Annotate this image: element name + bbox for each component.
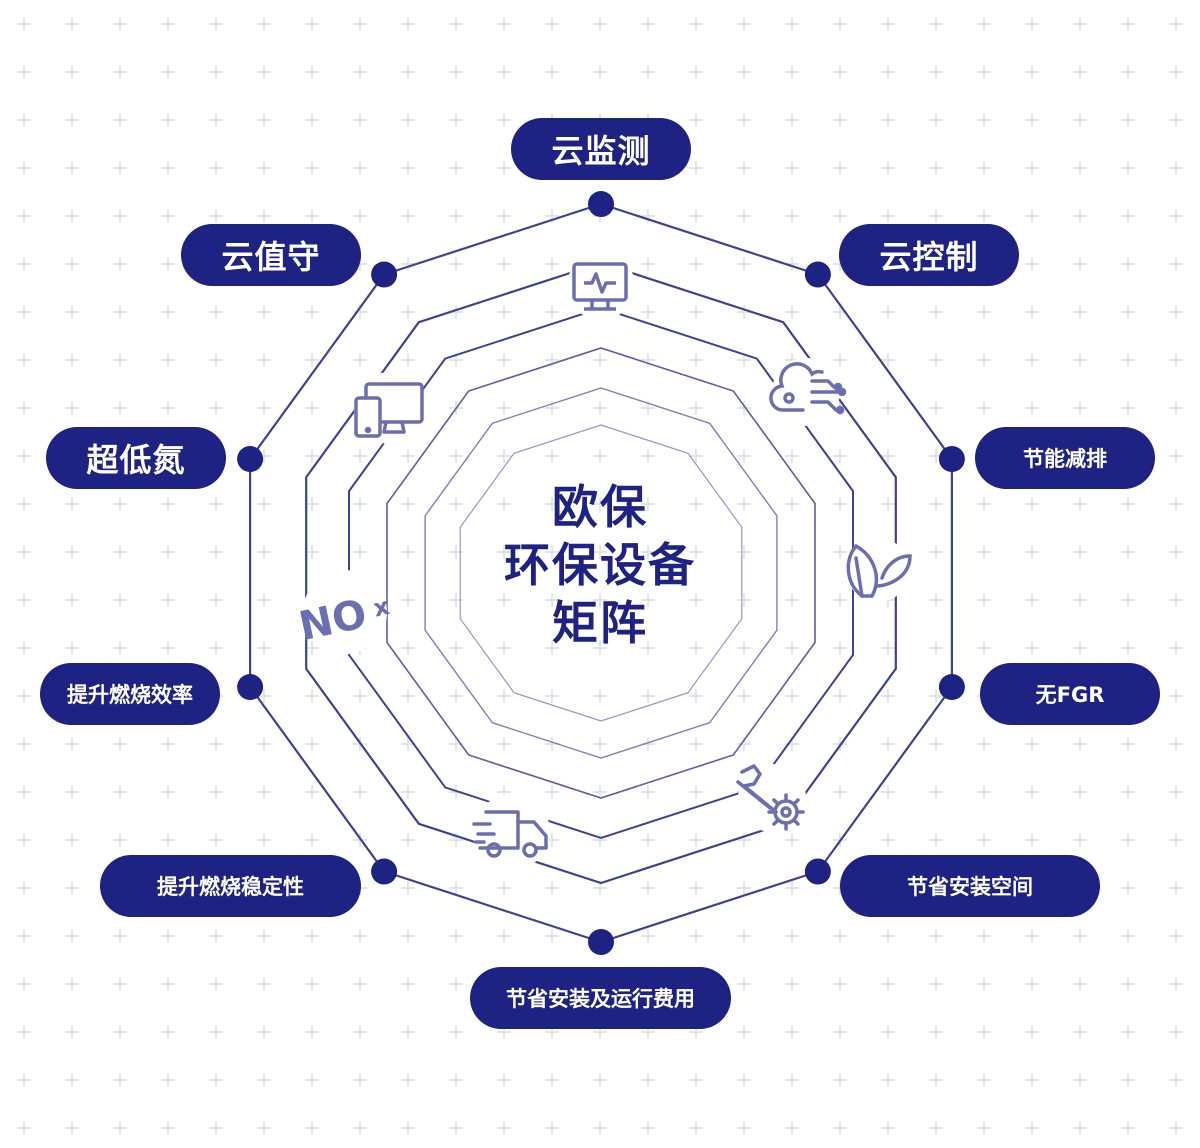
nox-sub-text: x [371, 592, 392, 623]
label-efficiency: 提升燃烧效率 [40, 663, 220, 725]
label-no-fgr: 无FGR [980, 663, 1160, 725]
center-title: 欧保 环保设备 矩阵 [450, 478, 750, 652]
center-title-line2: 环保设备 [504, 538, 696, 592]
center-title-line3: 矩阵 [552, 596, 648, 650]
node-dot [938, 446, 965, 472]
delivery-truck-icon [472, 810, 548, 858]
ring-5 [424, 387, 778, 759]
ring-2 [305, 261, 897, 885]
leaf-icon [846, 543, 912, 598]
label-save-space: 节省安装空间 [840, 855, 1100, 917]
node-dot [938, 674, 965, 700]
devices-icon [354, 382, 424, 438]
node-dot [237, 446, 264, 472]
label-cloud-duty: 云值守 [181, 224, 361, 286]
node-dots [237, 191, 965, 955]
node-dot [371, 858, 398, 885]
node-dot [804, 858, 831, 885]
label-cloud-control: 云控制 [839, 224, 1019, 286]
node-dot [804, 261, 831, 288]
node-dot [237, 674, 264, 700]
icon-backdrop [303, 570, 387, 654]
label-energy-saving: 节能减排 [975, 427, 1155, 489]
wrench-gear-icon [736, 764, 805, 831]
center-title-line1: 欧保 [552, 480, 648, 534]
label-ultra-low-nox: 超低氮 [46, 427, 226, 489]
node-dot [588, 191, 614, 217]
icon-backdrop [474, 794, 550, 870]
ring-6 [459, 424, 743, 722]
label-save-cost: 节省安装及运行费用 [470, 967, 731, 1029]
ring-4 [386, 347, 816, 799]
node-dot [588, 929, 614, 955]
ring-3 [348, 306, 854, 840]
node-dot [371, 261, 398, 288]
label-cloud-monitor: 云监测 [511, 118, 691, 180]
monitor-icon [572, 262, 628, 311]
cloud-network-icon [769, 362, 847, 415]
label-stability: 提升燃烧稳定性 [100, 855, 361, 917]
